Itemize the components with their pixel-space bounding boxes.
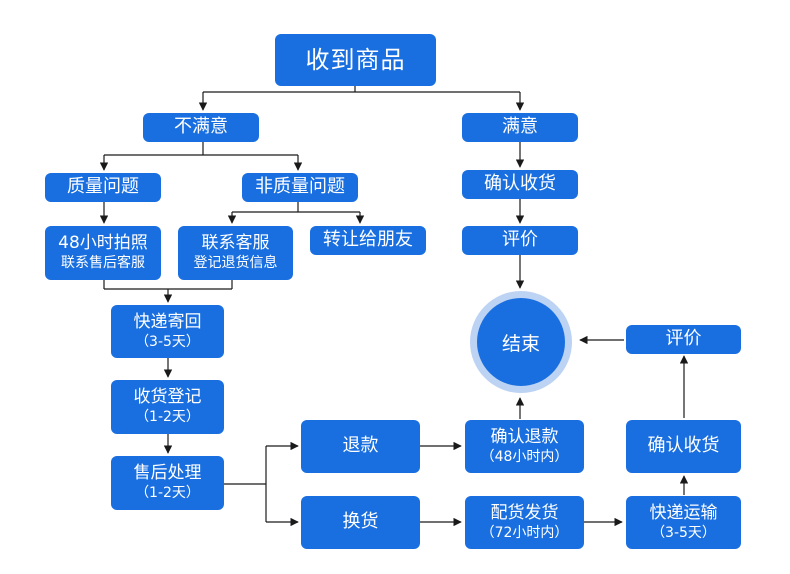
node-label: 售后处理 [133,463,202,484]
node-label: 收货登记 [133,387,202,408]
node-received: 收到商品 [275,34,436,86]
node-photo-48h: 48小时拍照 联系售后客服 [45,226,161,280]
node-label: 快递寄回 [133,311,202,332]
node-label: 确认退款 [490,426,559,447]
node-sublabel: （3-5天） [135,333,200,350]
node-sublabel: （3-5天） [651,524,716,541]
node-express-transport: 快递运输 （3-5天） [626,496,741,549]
node-sublabel: （1-2天） [135,409,200,426]
node-satisfied: 满意 [462,113,578,142]
node-exchange: 换货 [301,496,420,549]
node-label: 不满意 [174,116,228,138]
node-label: 48小时拍照 [58,233,148,254]
node-label: 换货 [342,511,379,533]
node-non-quality-issue: 非质量问题 [242,173,358,202]
node-label: 收到商品 [305,46,406,74]
node-ship-goods: 配货发货 （72小时内） [465,496,584,549]
node-review-top: 评价 [462,226,578,255]
node-confirm-receipt-top: 确认收货 [462,170,578,199]
node-label: 转让给朋友 [323,229,413,251]
node-label: 非质量问题 [255,176,345,198]
node-label: 满意 [502,116,538,138]
node-label: 评价 [502,229,538,251]
node-label: 结束 [501,332,540,355]
node-end: 结束 [477,298,565,386]
node-label: 确认收货 [484,173,556,195]
node-label: 配货发货 [490,502,559,523]
node-sublabel: （72小时内） [480,524,569,541]
node-label: 确认收货 [647,435,720,457]
node-express-return: 快递寄回 （3-5天） [111,305,224,358]
node-contact-cs: 联系客服 登记退货信息 [178,226,293,280]
node-receipt-register: 收货登记 （1-2天） [111,380,224,434]
node-confirm-refund: 确认退款 （48小时内） [465,420,584,473]
node-label: 退款 [342,435,379,457]
node-label: 联系客服 [201,233,270,254]
node-unsatisfied: 不满意 [143,113,259,142]
node-sublabel: （48小时内） [480,448,569,465]
node-sublabel: 登记退货信息 [193,255,278,272]
node-refund: 退款 [301,420,420,473]
node-label: 快递运输 [649,502,718,523]
node-confirm-receipt-right: 确认收货 [626,420,741,473]
node-label: 质量问题 [67,176,139,198]
node-sublabel: （1-2天） [135,485,200,502]
node-sublabel: 联系售后客服 [61,255,145,272]
node-transfer-friend: 转让给朋友 [310,226,426,255]
node-label: 评价 [665,328,702,350]
node-aftersale-process: 售后处理 （1-2天） [111,456,224,510]
node-review-right: 评价 [626,325,741,354]
node-quality-issue: 质量问题 [45,173,161,202]
node-end-ring: 结束 [470,291,572,393]
